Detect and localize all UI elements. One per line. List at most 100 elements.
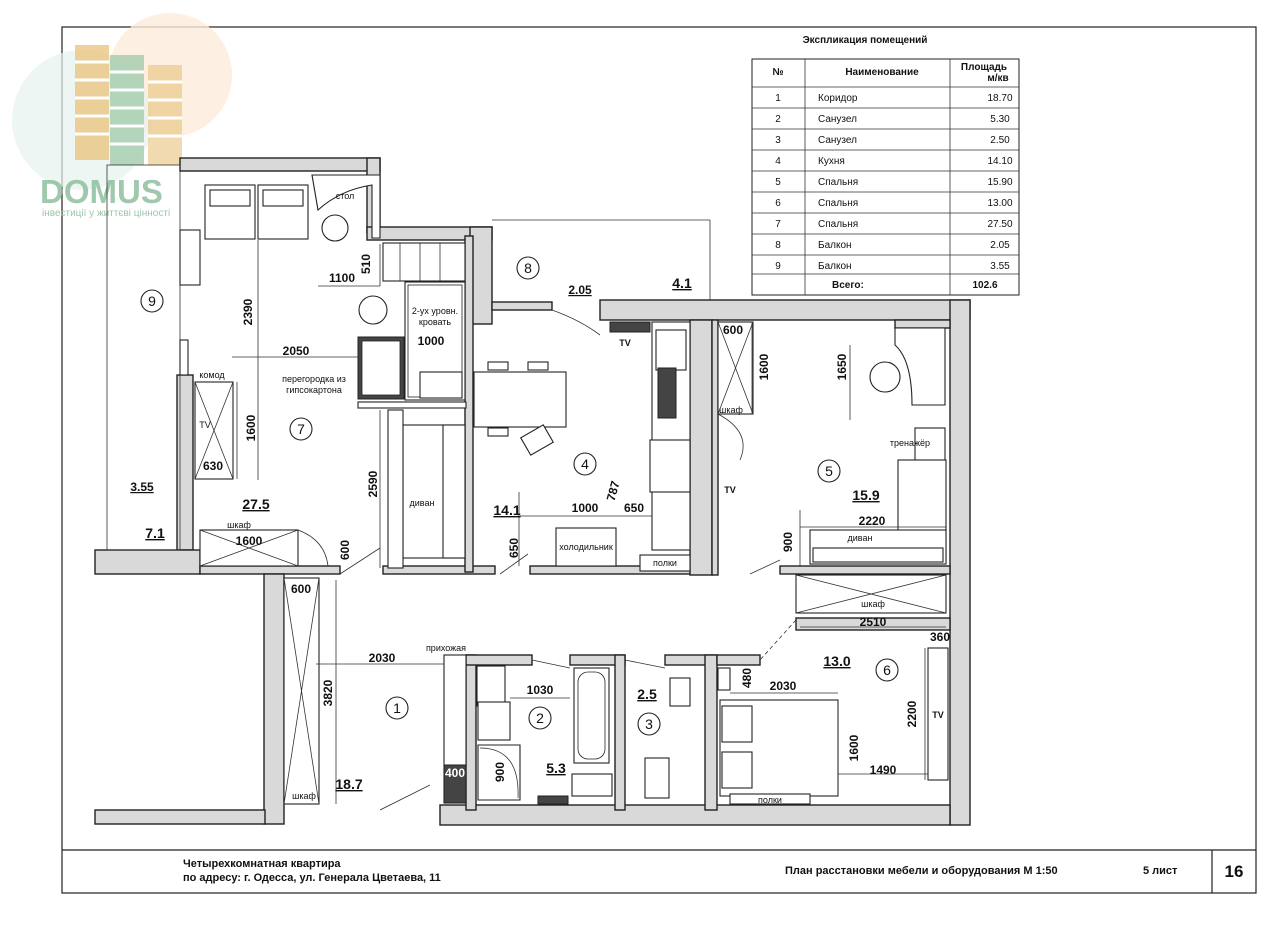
dim-400: 400 <box>445 766 465 780</box>
room6-tv-label: TV <box>932 710 944 720</box>
room-numbers: 1 2 3 4 5 6 7 8 9 <box>140 256 899 736</box>
area-room-4: 14.1 <box>493 502 520 518</box>
explication-cell-num: 6 <box>775 198 781 209</box>
explication-cell-area: 13.00 <box>987 198 1012 209</box>
dim-1600b: 1600 <box>236 534 263 548</box>
dim-650a: 650 <box>624 501 644 515</box>
kitchen-tv-label: TV <box>619 338 631 348</box>
explication-cell-area: 3.55 <box>990 261 1010 272</box>
footer-sheet-label: 5 лист <box>1143 865 1178 877</box>
dim-480: 480 <box>740 668 754 688</box>
footer-line-1: Четырехкомнатная квартира <box>183 858 341 870</box>
dim-1000a: 1000 <box>418 334 445 348</box>
explication-cell-area: 15.90 <box>987 177 1012 188</box>
room5-tv-label: TV <box>724 485 736 495</box>
area-room-2: 5.3 <box>546 760 566 776</box>
corner-desk <box>894 327 946 406</box>
explication-cell-num: 7 <box>775 219 781 230</box>
title-block: Четырехкомнатная квартира по адресу: г. … <box>183 858 1243 884</box>
dim-2200: 2200 <box>905 700 919 727</box>
explication-cell-num: 1 <box>775 93 781 104</box>
dimension-lines <box>232 240 946 804</box>
balcony-9 <box>106 164 201 551</box>
sofa-label: диван <box>410 498 435 508</box>
area-room-7: 27.5 <box>242 496 269 512</box>
dresser-label: комод <box>199 370 225 380</box>
explication-cell-name: Санузел <box>818 135 857 146</box>
toilet <box>477 701 511 741</box>
explication-cell-area: 14.10 <box>987 156 1012 167</box>
fridge-label: холодильник <box>559 542 613 552</box>
explication-cell-num: 2 <box>775 114 781 125</box>
dim-600b: 600 <box>723 323 743 337</box>
header-area-2: м/кв <box>987 73 1008 84</box>
corridor-furniture: шкаф прихожая <box>283 577 467 811</box>
total-label: Всего: <box>832 280 864 291</box>
balcony-8 <box>492 219 711 336</box>
bathtub <box>573 667 610 764</box>
closet-label: шкаф <box>719 405 743 415</box>
room-number-2: 2 <box>536 710 544 726</box>
area-balcony-9-side: 7.1 <box>145 525 165 541</box>
explication-cell-name: Спальня <box>818 219 858 230</box>
explication-cell-name: Балкон <box>818 240 852 251</box>
walls <box>94 157 971 826</box>
dim-1600d: 1600 <box>847 734 861 761</box>
explication-cell-num: 5 <box>775 177 781 188</box>
header-area-1: Площадь <box>961 62 1007 73</box>
area-balcony-9: 3.55 <box>130 480 154 494</box>
header-name: Наименование <box>845 67 919 78</box>
office-chair <box>358 295 388 325</box>
dim-2050: 2050 <box>283 344 310 358</box>
dim-600a: 600 <box>338 540 352 560</box>
room-number-1: 1 <box>393 700 401 716</box>
hallway-label: прихожая <box>426 643 466 653</box>
total-value: 102.6 <box>972 280 997 291</box>
dim-1600c: 1600 <box>757 353 771 380</box>
partition-label-2: гипсокартона <box>286 385 342 395</box>
dim-2510: 2510 <box>860 615 887 629</box>
dim-2390: 2390 <box>241 298 255 325</box>
explication-cell-num: 3 <box>775 135 781 146</box>
explication-cell-name: Санузел <box>818 114 857 125</box>
logo-brand: DOMUS <box>40 173 163 210</box>
desk-label: стол <box>336 191 355 201</box>
dim-600c: 600 <box>291 582 311 596</box>
explication-cell-num: 9 <box>775 261 781 272</box>
room5-sofa-label: диван <box>848 533 873 543</box>
desk <box>311 174 381 239</box>
wardrobe-label: шкаф <box>227 520 251 530</box>
dim-900a: 900 <box>781 532 795 552</box>
room-number-7: 7 <box>297 421 305 437</box>
trainer-label: тренажёр <box>890 438 930 448</box>
room6-wardrobe-label: шкаф <box>861 599 885 609</box>
shelves <box>639 554 691 572</box>
dim-900b: 900 <box>493 762 507 782</box>
dim-1490: 1490 <box>870 763 897 777</box>
room-number-3: 3 <box>645 716 653 732</box>
explication-table: Экспликация помещений № Наименование Пло… <box>751 35 1020 296</box>
bunk-label-2: кровать <box>419 317 452 327</box>
explication-cell-area: 2.05 <box>990 240 1010 251</box>
explication-cell-name: Балкон <box>818 261 852 272</box>
area-room-1: 18.7 <box>335 776 362 792</box>
dim-2030a: 2030 <box>770 679 797 693</box>
footer-line-2: по адресу: г. Одесса, ул. Генерала Цвета… <box>183 872 441 884</box>
area-room-5: 15.9 <box>852 487 879 503</box>
sink <box>669 677 691 707</box>
room-number-4: 4 <box>581 456 589 472</box>
dim-360: 360 <box>930 630 950 644</box>
dim-650b: 650 <box>507 538 521 558</box>
dim-787: 787 <box>604 479 623 502</box>
room-7-furniture: стол 2-ух уровн. кровать перегородка из … <box>194 174 467 575</box>
room-5-furniture: шкаф TV тренажёр диван <box>717 321 947 575</box>
room-number-6: 6 <box>883 662 891 678</box>
tv-wall <box>609 321 651 333</box>
area-balcony-8-side: 4.1 <box>672 275 692 291</box>
office-chair <box>321 214 349 242</box>
bunk-label-1: 2-ух уровн. <box>412 306 458 316</box>
footer-sheet-number: 16 <box>1225 862 1244 881</box>
